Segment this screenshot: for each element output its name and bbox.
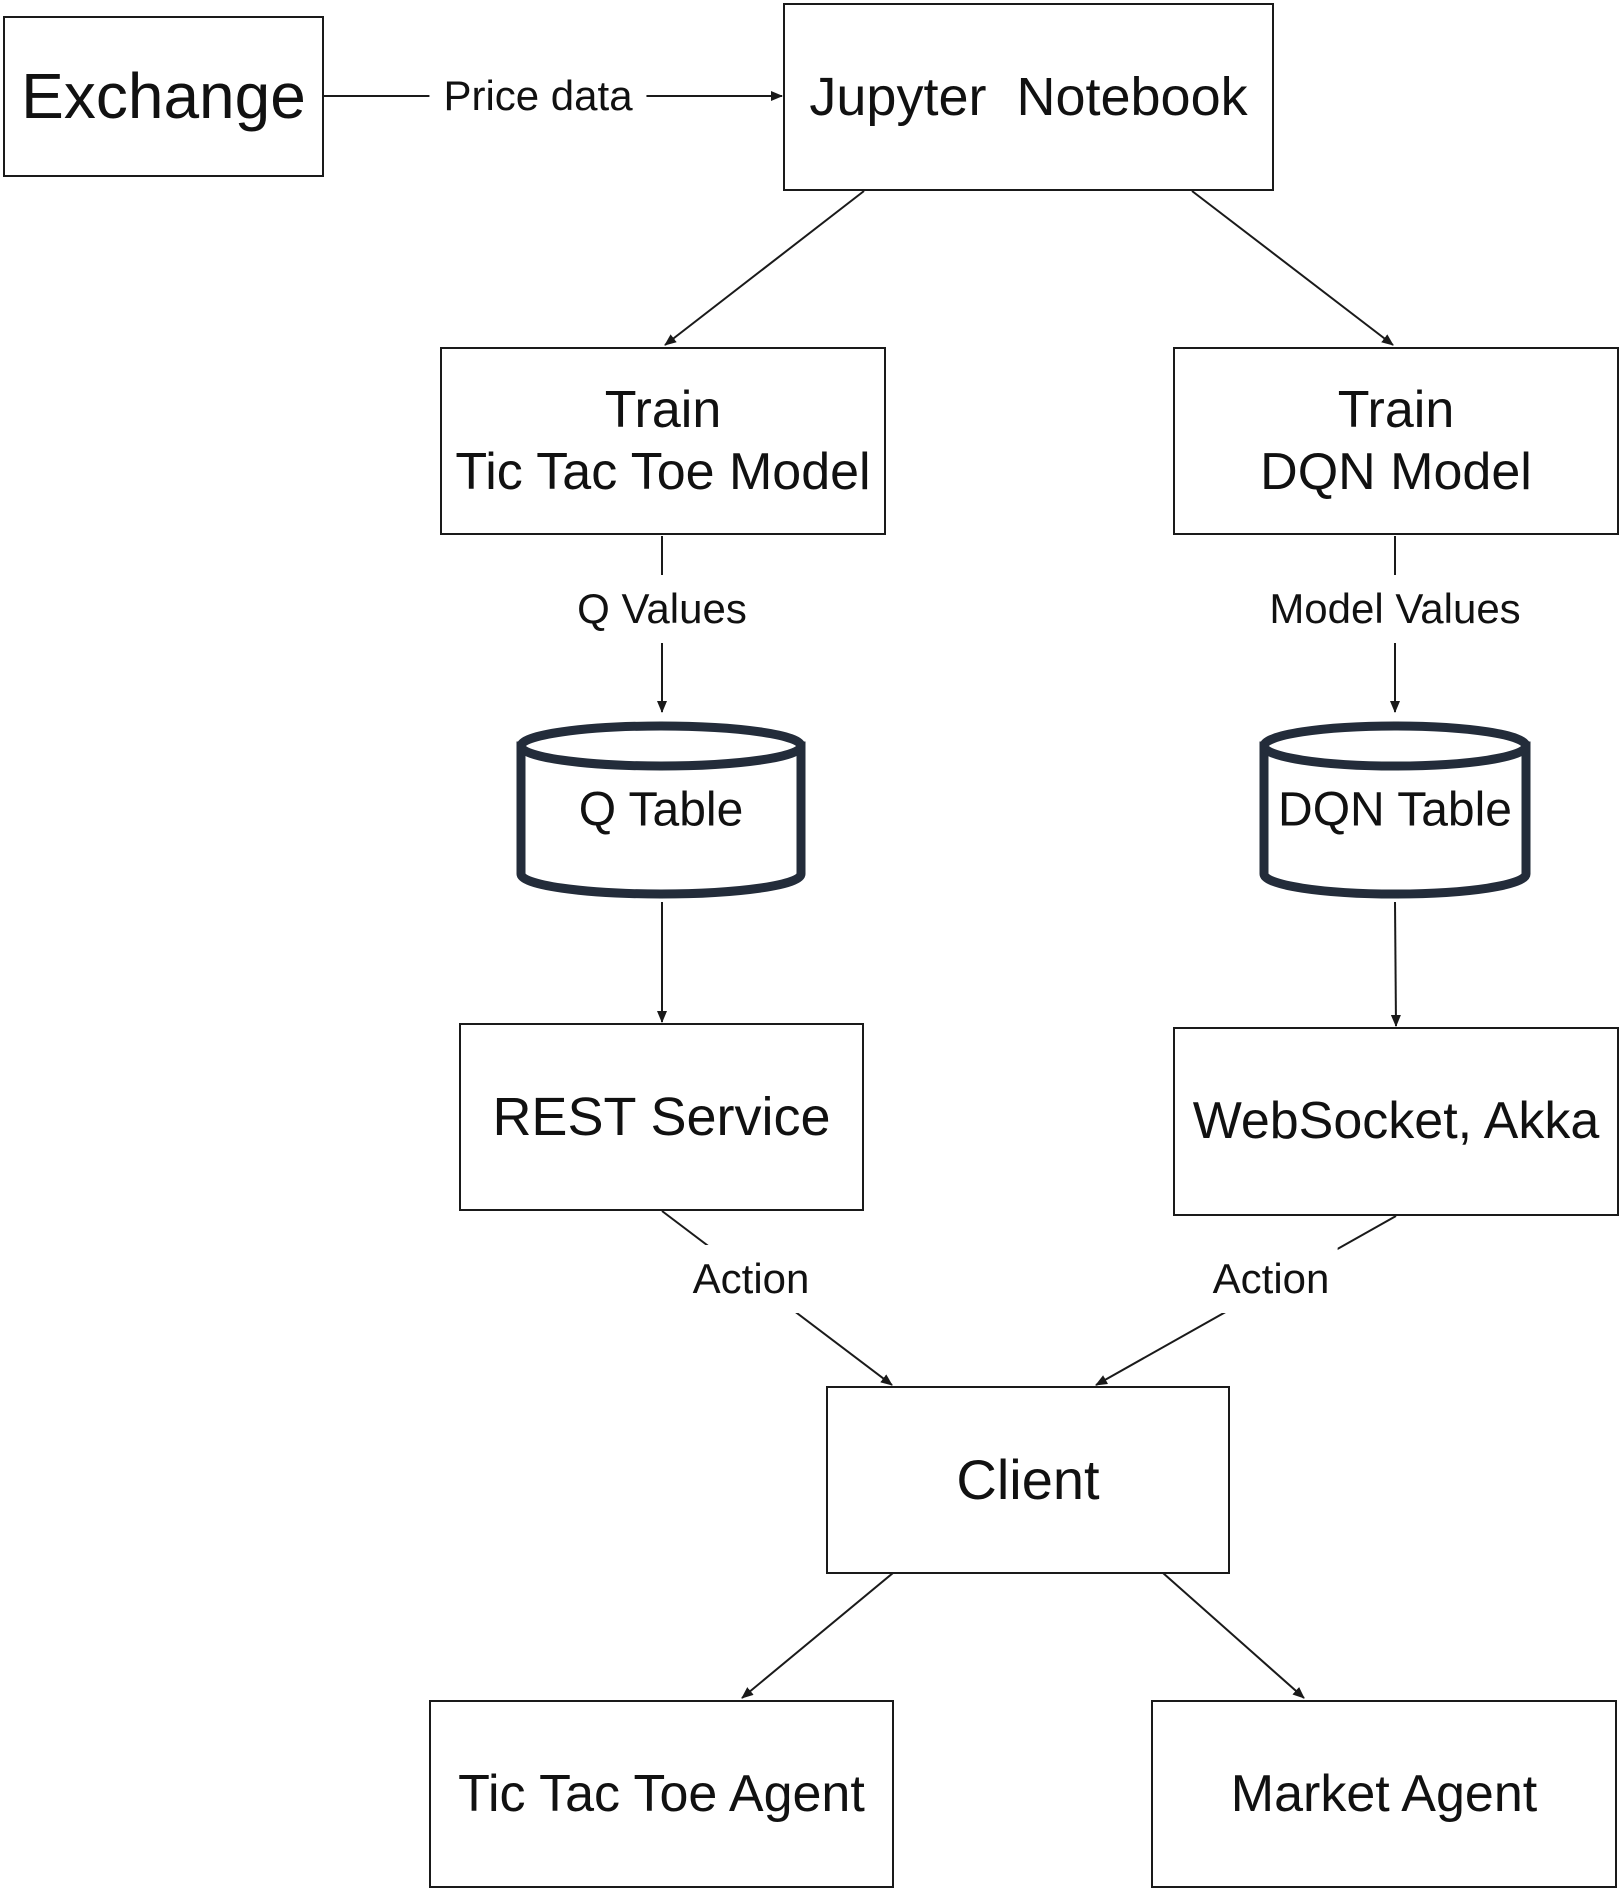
q-values-label: Q Values — [571, 575, 753, 643]
websocket-akka-box: WebSocket, Akka — [1173, 1027, 1619, 1216]
q-table-label: Q Table — [578, 783, 744, 837]
tic-tac-toe-agent-box: Tic Tac Toe Agent — [429, 1700, 894, 1888]
edge-jupyter-train-ttt — [664, 190, 865, 346]
tic-tac-toe-agent-label: Tic Tac Toe Agent — [458, 1764, 865, 1823]
market-agent-label: Market Agent — [1230, 1764, 1538, 1823]
edge-client-ttt-agent — [741, 1572, 894, 1699]
client-box: Client — [826, 1386, 1230, 1574]
jupyter-notebook-label: Jupyter Notebook — [809, 66, 1248, 127]
exchange-box: Exchange — [3, 16, 324, 177]
edge-jupyter-train-dqn — [1191, 190, 1394, 346]
price-data-label: Price data — [429, 70, 647, 122]
jupyter-notebook-box: Jupyter Notebook — [783, 3, 1274, 191]
action-left-label: Action — [684, 1245, 818, 1313]
train-tic-tac-toe-line1: Train — [604, 380, 722, 439]
dqn-table-cylinder-icon — [1259, 721, 1531, 899]
dqn-table-label: DQN Table — [1278, 783, 1512, 837]
train-dqn-line1: Train — [1337, 380, 1455, 439]
edge-dqn-table-websocket — [1390, 901, 1401, 1027]
client-label: Client — [956, 1448, 1100, 1512]
websocket-akka-label: WebSocket, Akka — [1192, 1092, 1600, 1151]
train-dqn-box: Train DQN Model — [1173, 347, 1619, 535]
model-values-label: Model Values — [1263, 575, 1527, 643]
q-table-cylinder-icon — [516, 721, 806, 899]
train-tic-tac-toe-line2: Tic Tac Toe Model — [455, 443, 871, 501]
exchange-label: Exchange — [21, 60, 306, 133]
edge-client-market-agent — [1162, 1572, 1305, 1699]
action-right-label: Action — [1204, 1245, 1338, 1313]
rest-service-box: REST Service — [459, 1023, 864, 1211]
rest-service-label: REST Service — [492, 1086, 831, 1147]
train-dqn-line2: DQN Model — [1260, 443, 1532, 501]
market-agent-box: Market Agent — [1151, 1700, 1617, 1888]
train-tic-tac-toe-box: Train Tic Tac Toe Model — [440, 347, 886, 535]
